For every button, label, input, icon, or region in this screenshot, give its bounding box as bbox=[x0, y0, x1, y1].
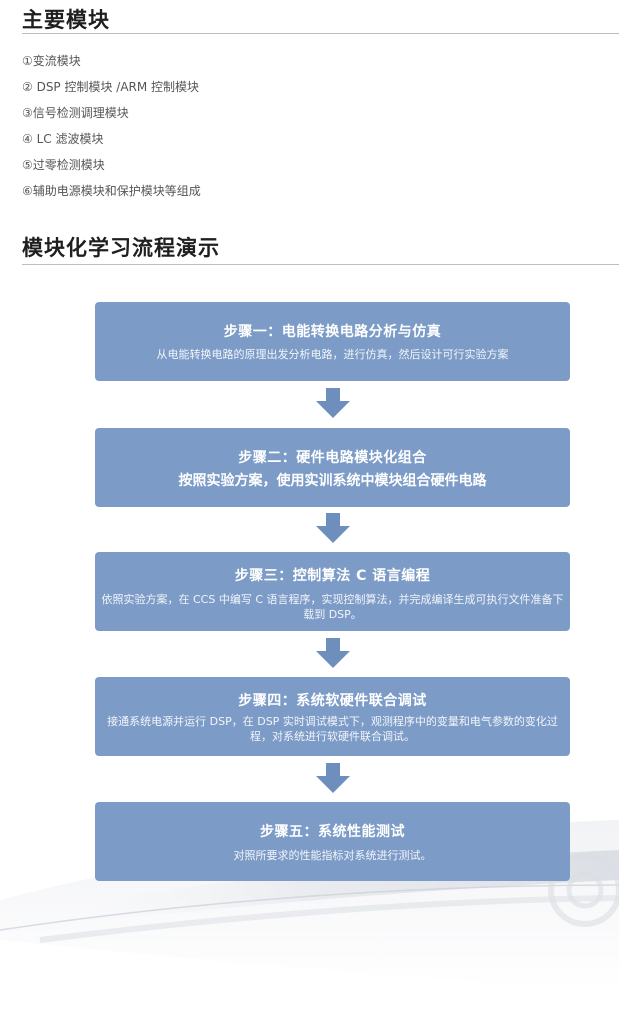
down-arrow-icon bbox=[316, 638, 350, 668]
step-description: 依照实验方案，在 CCS 中编写 C 语言程序，实现控制算法，并完成编译生成可执… bbox=[101, 593, 564, 621]
step-description: 从电能转换电路的原理出发分析电路，进行仿真，然后设计可行实验方案 bbox=[156, 348, 509, 361]
step-title: 步骤三：控制算法 C 语言编程 bbox=[234, 568, 431, 584]
modules-section-divider bbox=[22, 33, 619, 34]
step-title: 步骤四：系统软硬件联合调试 bbox=[238, 693, 427, 709]
flow-step-5: 步骤五：系统性能测试 对照所要求的性能指标对系统进行测试。 bbox=[95, 802, 570, 881]
module-item: ①变流模块 bbox=[22, 54, 81, 68]
step-title: 步骤五：系统性能测试 bbox=[260, 824, 405, 840]
flow-step-2: 步骤二：硬件电路模块化组合 按照实验方案，使用实训系统中模块组合硬件电路 bbox=[95, 428, 570, 507]
flow-section-divider bbox=[22, 264, 619, 265]
module-item: ⑥辅助电源模块和保护模块等组成 bbox=[22, 184, 201, 198]
step-description: 对照所要求的性能指标对系统进行测试。 bbox=[233, 849, 432, 862]
down-arrow-icon bbox=[316, 388, 350, 418]
flow-step-3: 步骤三：控制算法 C 语言编程 依照实验方案，在 CCS 中编写 C 语言程序，… bbox=[95, 552, 570, 631]
flow-step-4: 步骤四：系统软硬件联合调试 接通系统电源并运行 DSP，在 DSP 实时调试模式… bbox=[95, 677, 570, 756]
step-description: 接通系统电源并运行 DSP，在 DSP 实时调试模式下，观测程序中的变量和电气参… bbox=[107, 715, 558, 743]
flow-step-1: 步骤一：电能转换电路分析与仿真 从电能转换电路的原理出发分析电路，进行仿真，然后… bbox=[95, 302, 570, 381]
step-title: 步骤二：硬件电路模块化组合 bbox=[238, 450, 427, 466]
step-description: 按照实验方案，使用实训系统中模块组合硬件电路 bbox=[178, 473, 487, 489]
module-item: ⑤过零检测模块 bbox=[22, 158, 105, 172]
modules-section-title: 主要模块 bbox=[22, 8, 110, 32]
module-list: ①变流模块 ② DSP 控制模块 /ARM 控制模块 ③信号检测调理模块 ④ L… bbox=[22, 48, 201, 204]
module-item: ② DSP 控制模块 /ARM 控制模块 bbox=[22, 80, 200, 94]
down-arrow-icon bbox=[316, 763, 350, 793]
module-item: ③信号检测调理模块 bbox=[22, 106, 129, 120]
flow-section-title: 模块化学习流程演示 bbox=[22, 236, 220, 260]
module-item: ④ LC 滤波模块 bbox=[22, 132, 104, 146]
down-arrow-icon bbox=[316, 513, 350, 543]
step-title: 步骤一：电能转换电路分析与仿真 bbox=[223, 324, 442, 340]
